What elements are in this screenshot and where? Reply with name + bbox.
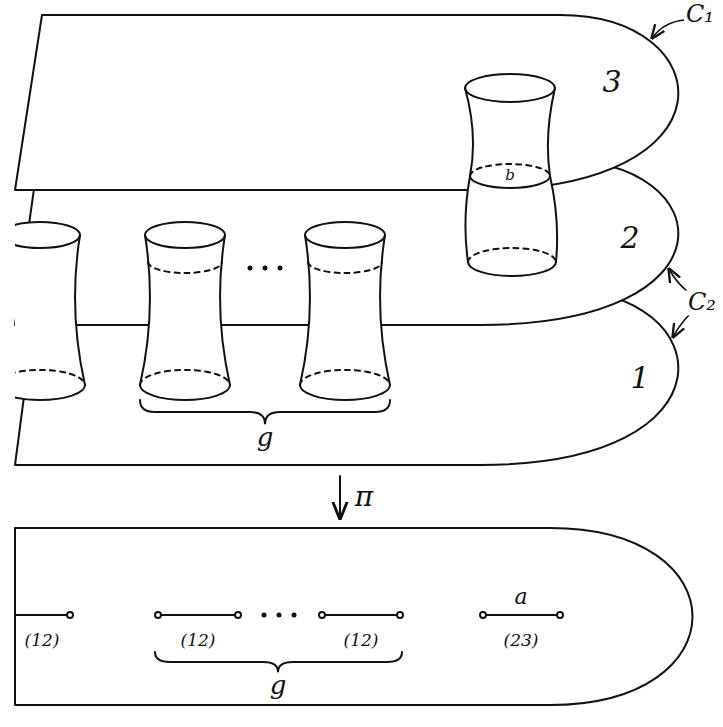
sheet-3	[15, 15, 678, 190]
handle-partial	[15, 222, 85, 400]
leader-arrow	[652, 20, 684, 38]
cycle-label: b	[503, 168, 517, 184]
curve-label: C₁	[684, 2, 716, 27]
handle	[300, 222, 390, 400]
sheet-number: 1	[628, 362, 651, 394]
cut-label: a	[512, 585, 529, 608]
map-label: π	[353, 482, 375, 511]
brace	[155, 652, 402, 672]
handle	[140, 222, 230, 400]
count-label: g	[255, 424, 276, 451]
permutation-label: (12)	[342, 632, 381, 650]
branch-cut	[15, 612, 73, 618]
sheet-number: 3	[600, 66, 623, 98]
sheet-number: 2	[618, 222, 641, 254]
permutation-label: (12)	[179, 632, 218, 650]
brace	[140, 400, 390, 424]
leader-arrow	[673, 314, 690, 337]
branch-cut	[319, 612, 403, 618]
curve-label: C₂	[686, 290, 718, 315]
tube	[465, 74, 557, 276]
branch-cut	[155, 612, 241, 618]
ellipsis-dots	[248, 266, 283, 271]
branch-cut	[480, 612, 563, 618]
base-plane	[15, 528, 693, 705]
count-label: g	[268, 672, 289, 699]
permutation-label: (12)	[23, 632, 62, 650]
permutation-label: (23)	[502, 632, 541, 650]
ellipsis-dots	[262, 613, 297, 618]
projection-arrow	[339, 476, 341, 518]
leader-arrow	[669, 269, 688, 292]
